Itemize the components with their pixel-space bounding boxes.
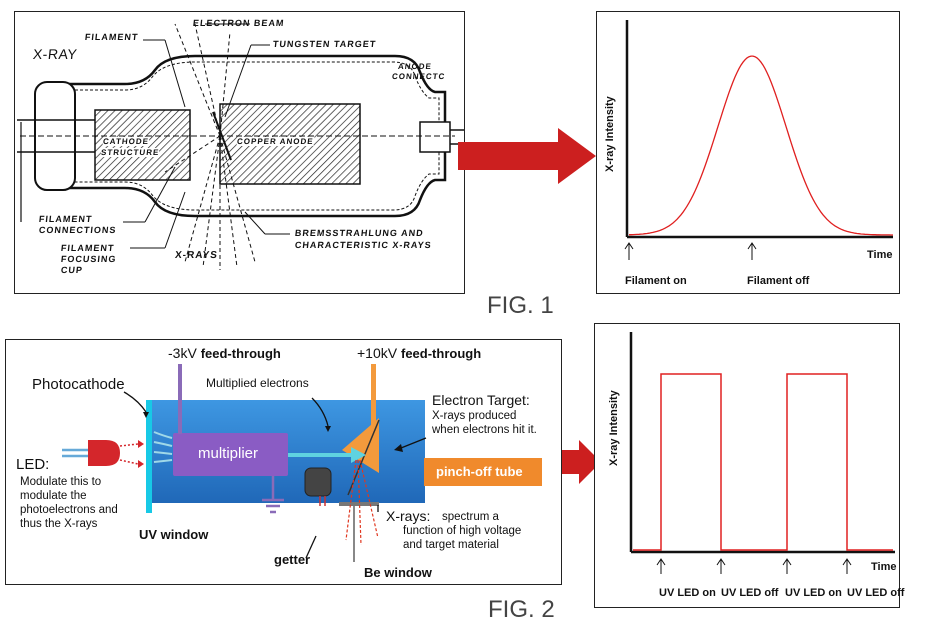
photocathode-label: Photocathode [32,376,125,393]
multiplied-electrons-label: Multiplied electrons [206,376,309,390]
xrays-label: X-RAYS [174,250,219,261]
filament-connections-label-1: FILAMENT [38,214,94,224]
multiplier-label: multiplier [198,445,259,462]
focusing-cup-label-2: FOCUSING [60,254,118,264]
fig2-source-panel: -3kV feed-through +10kV feed-through Pho… [5,339,562,585]
filament-label: FILAMENT [84,32,140,42]
led-desc-3: photoelectrons and [20,504,118,516]
fig1-ylabel: X-ray Intensity [604,95,616,172]
cathode-structure-label: STRUCTURE [100,148,160,157]
multiplier-box [173,433,288,476]
fig2-arrow-shape [553,440,601,484]
fig1-arrow-shape [458,128,596,184]
fig1-marker-off-label: Filament off [747,275,810,287]
be-window [339,502,379,506]
led-desc-4: thus the X-rays [20,518,98,530]
focusing-cup-label-1: FILAMENT [60,243,116,253]
fig2-marker-2: UV LED off [716,558,779,599]
led-desc-1: Modulate this to [20,476,102,488]
uv-window-label: UV window [139,527,209,542]
fig1-chart-panel: X-ray Intensity Time Filament on Filamen… [596,11,900,294]
tungsten-target-label: TUNGSTEN TARGET [272,39,377,49]
pos-voltage: +10kV [357,345,398,361]
fig1-gaussian-curve [629,55,893,236]
neg-feedthrough-suffix: feed-through [200,346,281,361]
electron-beam-label: ELECTRON BEAM [192,18,286,28]
fig1-marker-off: Filament off [747,242,810,287]
pinch-off-label: pinch-off tube [436,464,523,479]
fig1-caption: FIG. 1 [487,292,554,319]
fig2-chart-panel: X-ray Intensity Time UV LED on UV LED of… [594,323,905,608]
xrays-desc-3: and target material [403,539,499,551]
fig2-xlabel: Time [871,561,896,573]
fig2-marker-3: UV LED on [782,558,842,599]
fig2-marker-2-label: UV LED off [721,587,779,599]
electron-target-desc-1: X-rays produced [432,410,517,422]
copper-anode-label: COPPER ANODE [236,137,315,146]
fig2-square-wave [633,373,893,551]
neg-feedthrough-label: -3kV feed-through [168,345,281,361]
fig2-caption: FIG. 2 [488,596,555,623]
getter-block [304,467,332,497]
led-body [94,440,120,466]
pos-feedthrough [371,364,376,427]
fig1-marker-on: Filament on [624,242,687,287]
fig2-marker-4-label: UV LED off [847,587,905,599]
connector-label: CONNECTC [391,72,446,81]
filament-connections-label-2: CONNECTIONS [38,225,118,235]
fig2-ylabel: X-ray Intensity [608,389,620,466]
fig2-source-drawing [62,364,542,562]
fig1-intensity-chart: X-ray Intensity Time Filament on Filamen… [604,20,893,287]
fig1-marker-on-label: Filament on [625,275,687,287]
led-desc-2: modulate the [20,490,87,502]
electron-target-title: Electron Target: [432,392,530,408]
characteristic-xrays-label: CHARACTERISTIC X-RAYS [294,240,433,250]
pinch-off-tube [424,458,542,486]
be-window-label: Be window [364,565,432,580]
cathode-label: CATHODE [102,137,150,146]
electron-target [342,418,379,473]
fig2-red-arrow [553,440,601,484]
fig1-xlabel: Time [867,249,892,261]
xray-title: X-RAY [32,46,79,62]
getter-label: getter [274,552,311,567]
anode-label: ANODE [397,62,433,71]
neg-voltage: -3kV [168,345,197,361]
xrays-title: X-rays: [386,508,431,524]
fig2-marker-1-label: UV LED on [659,587,716,599]
ground-symbol [262,476,284,514]
electron-target-desc-2: when electrons hit it. [432,424,537,436]
pos-feedthrough-suffix: feed-through [400,346,482,361]
focusing-cup-label-3: CUP [60,265,84,275]
pos-feedthrough-label: +10kV feed-through [357,345,481,361]
fig2-marker-1: UV LED on [656,558,716,599]
fig2-marker-4: UV LED off [842,558,905,599]
bremsstrahlung-label: BREMSSTRAHLUNG AND [294,228,425,238]
fig1-tube-panel: X-RAY FILAMENT ELECTRON BEAM TUNGSTEN TA… [14,11,465,294]
xrays-desc-1: spectrum a [442,511,499,523]
uv-window-bar [146,400,152,513]
fig1-red-arrow [458,128,596,184]
neg-feedthrough [178,364,182,434]
led-title: LED: [16,456,50,473]
xrays-desc-2: function of high voltage [403,525,522,537]
fig2-marker-3-label: UV LED on [785,587,842,599]
fig2-intensity-chart: X-ray Intensity Time UV LED on UV LED of… [608,332,905,599]
